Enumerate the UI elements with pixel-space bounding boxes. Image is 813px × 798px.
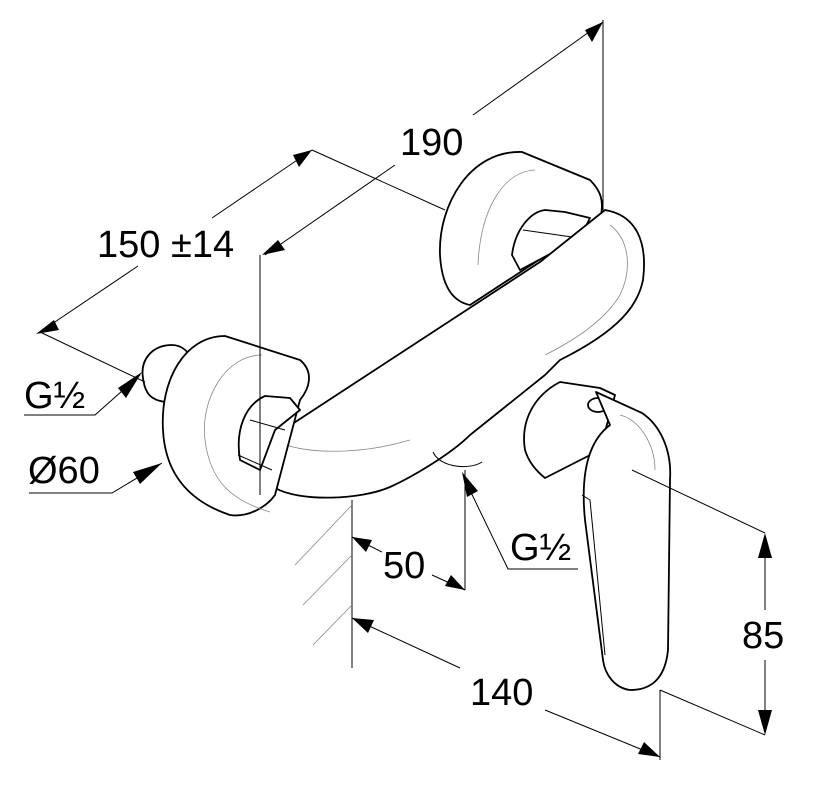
label-150: 150 ±14 [97,224,234,266]
wall-hatch [294,500,353,668]
dim-outlet-offset: 50 [351,470,466,591]
outlet-connection [432,451,483,468]
label-140: 140 [470,672,533,714]
label-50: 50 [383,545,425,587]
label-rosette-diameter: Ø60 [28,450,100,492]
dim-inlet-thread: G½ [24,372,142,417]
label-190: 190 [400,122,463,164]
label-outlet-thread: G½ [510,527,571,569]
dim-rosette-diameter: Ø60 [28,450,163,494]
rear-rosette [439,151,603,306]
dim-projection: 140 [351,617,661,760]
label-inlet-thread: G½ [24,375,85,417]
dim-lever-height: 85 [631,469,784,736]
dim-centre-distance: 150 ±14 [36,149,446,495]
label-85: 85 [742,615,784,657]
lever-handle [523,381,672,691]
front-rosette [141,335,310,517]
dim-outlet-thread: G½ [462,472,578,570]
dim-overall-depth: 190 [262,20,604,256]
